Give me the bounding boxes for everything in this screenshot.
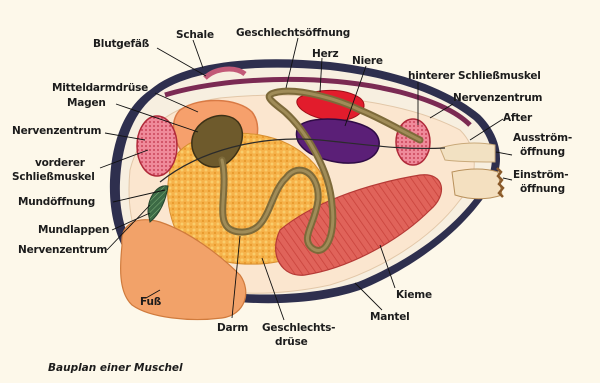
label-geschlechtsdruese-1: Geschlechts- xyxy=(262,322,335,334)
label-mundoeffnung: Mundöffnung xyxy=(18,196,95,208)
label-nervenzentrum-bottom: Nervenzentrum xyxy=(18,244,108,256)
label-schale: Schale xyxy=(176,29,214,41)
label-blutgefaess: Blutgefäß xyxy=(93,38,150,50)
caption: Bauplan einer Muschel xyxy=(48,362,183,374)
posterior-adductor xyxy=(396,119,430,165)
label-magen: Magen xyxy=(67,97,106,109)
label-mitteldarmdruese: Mitteldarmdrüse xyxy=(52,82,148,94)
anterior-adductor xyxy=(137,116,177,176)
label-mundlappen: Mundlappen xyxy=(38,224,109,236)
label-einstroem-1: Einström- xyxy=(513,169,568,181)
label-nervenzentrum-left: Nervenzentrum xyxy=(12,125,102,137)
label-mantel: Mantel xyxy=(370,311,410,323)
inhalant-siphon xyxy=(452,169,502,199)
label-ausstroem-2: öffnung xyxy=(520,146,565,158)
label-einstroem-2: öffnung xyxy=(520,183,565,195)
label-nervenzentrum-top: Nervenzentrum xyxy=(453,92,543,104)
label-niere: Niere xyxy=(352,55,383,67)
label-after: After xyxy=(503,112,533,124)
label-hinterer-schliessmuskel: hinterer Schließmuskel xyxy=(408,70,541,82)
label-kieme: Kieme xyxy=(396,289,432,301)
label-geschlechtsdruese-2: drüse xyxy=(275,336,308,348)
label-darm: Darm xyxy=(217,322,248,334)
label-herz: Herz xyxy=(312,48,338,60)
label-vorderer: vorderer xyxy=(35,157,86,169)
exhalant-siphon xyxy=(440,143,495,162)
label-geschlechtsoeffnung: Geschlechtsöffnung xyxy=(236,27,350,39)
label-ausstroem-1: Ausström- xyxy=(513,132,572,144)
label-schliessmuskel: Schließmuskel xyxy=(12,171,95,183)
label-fuss: Fuß xyxy=(140,296,162,308)
